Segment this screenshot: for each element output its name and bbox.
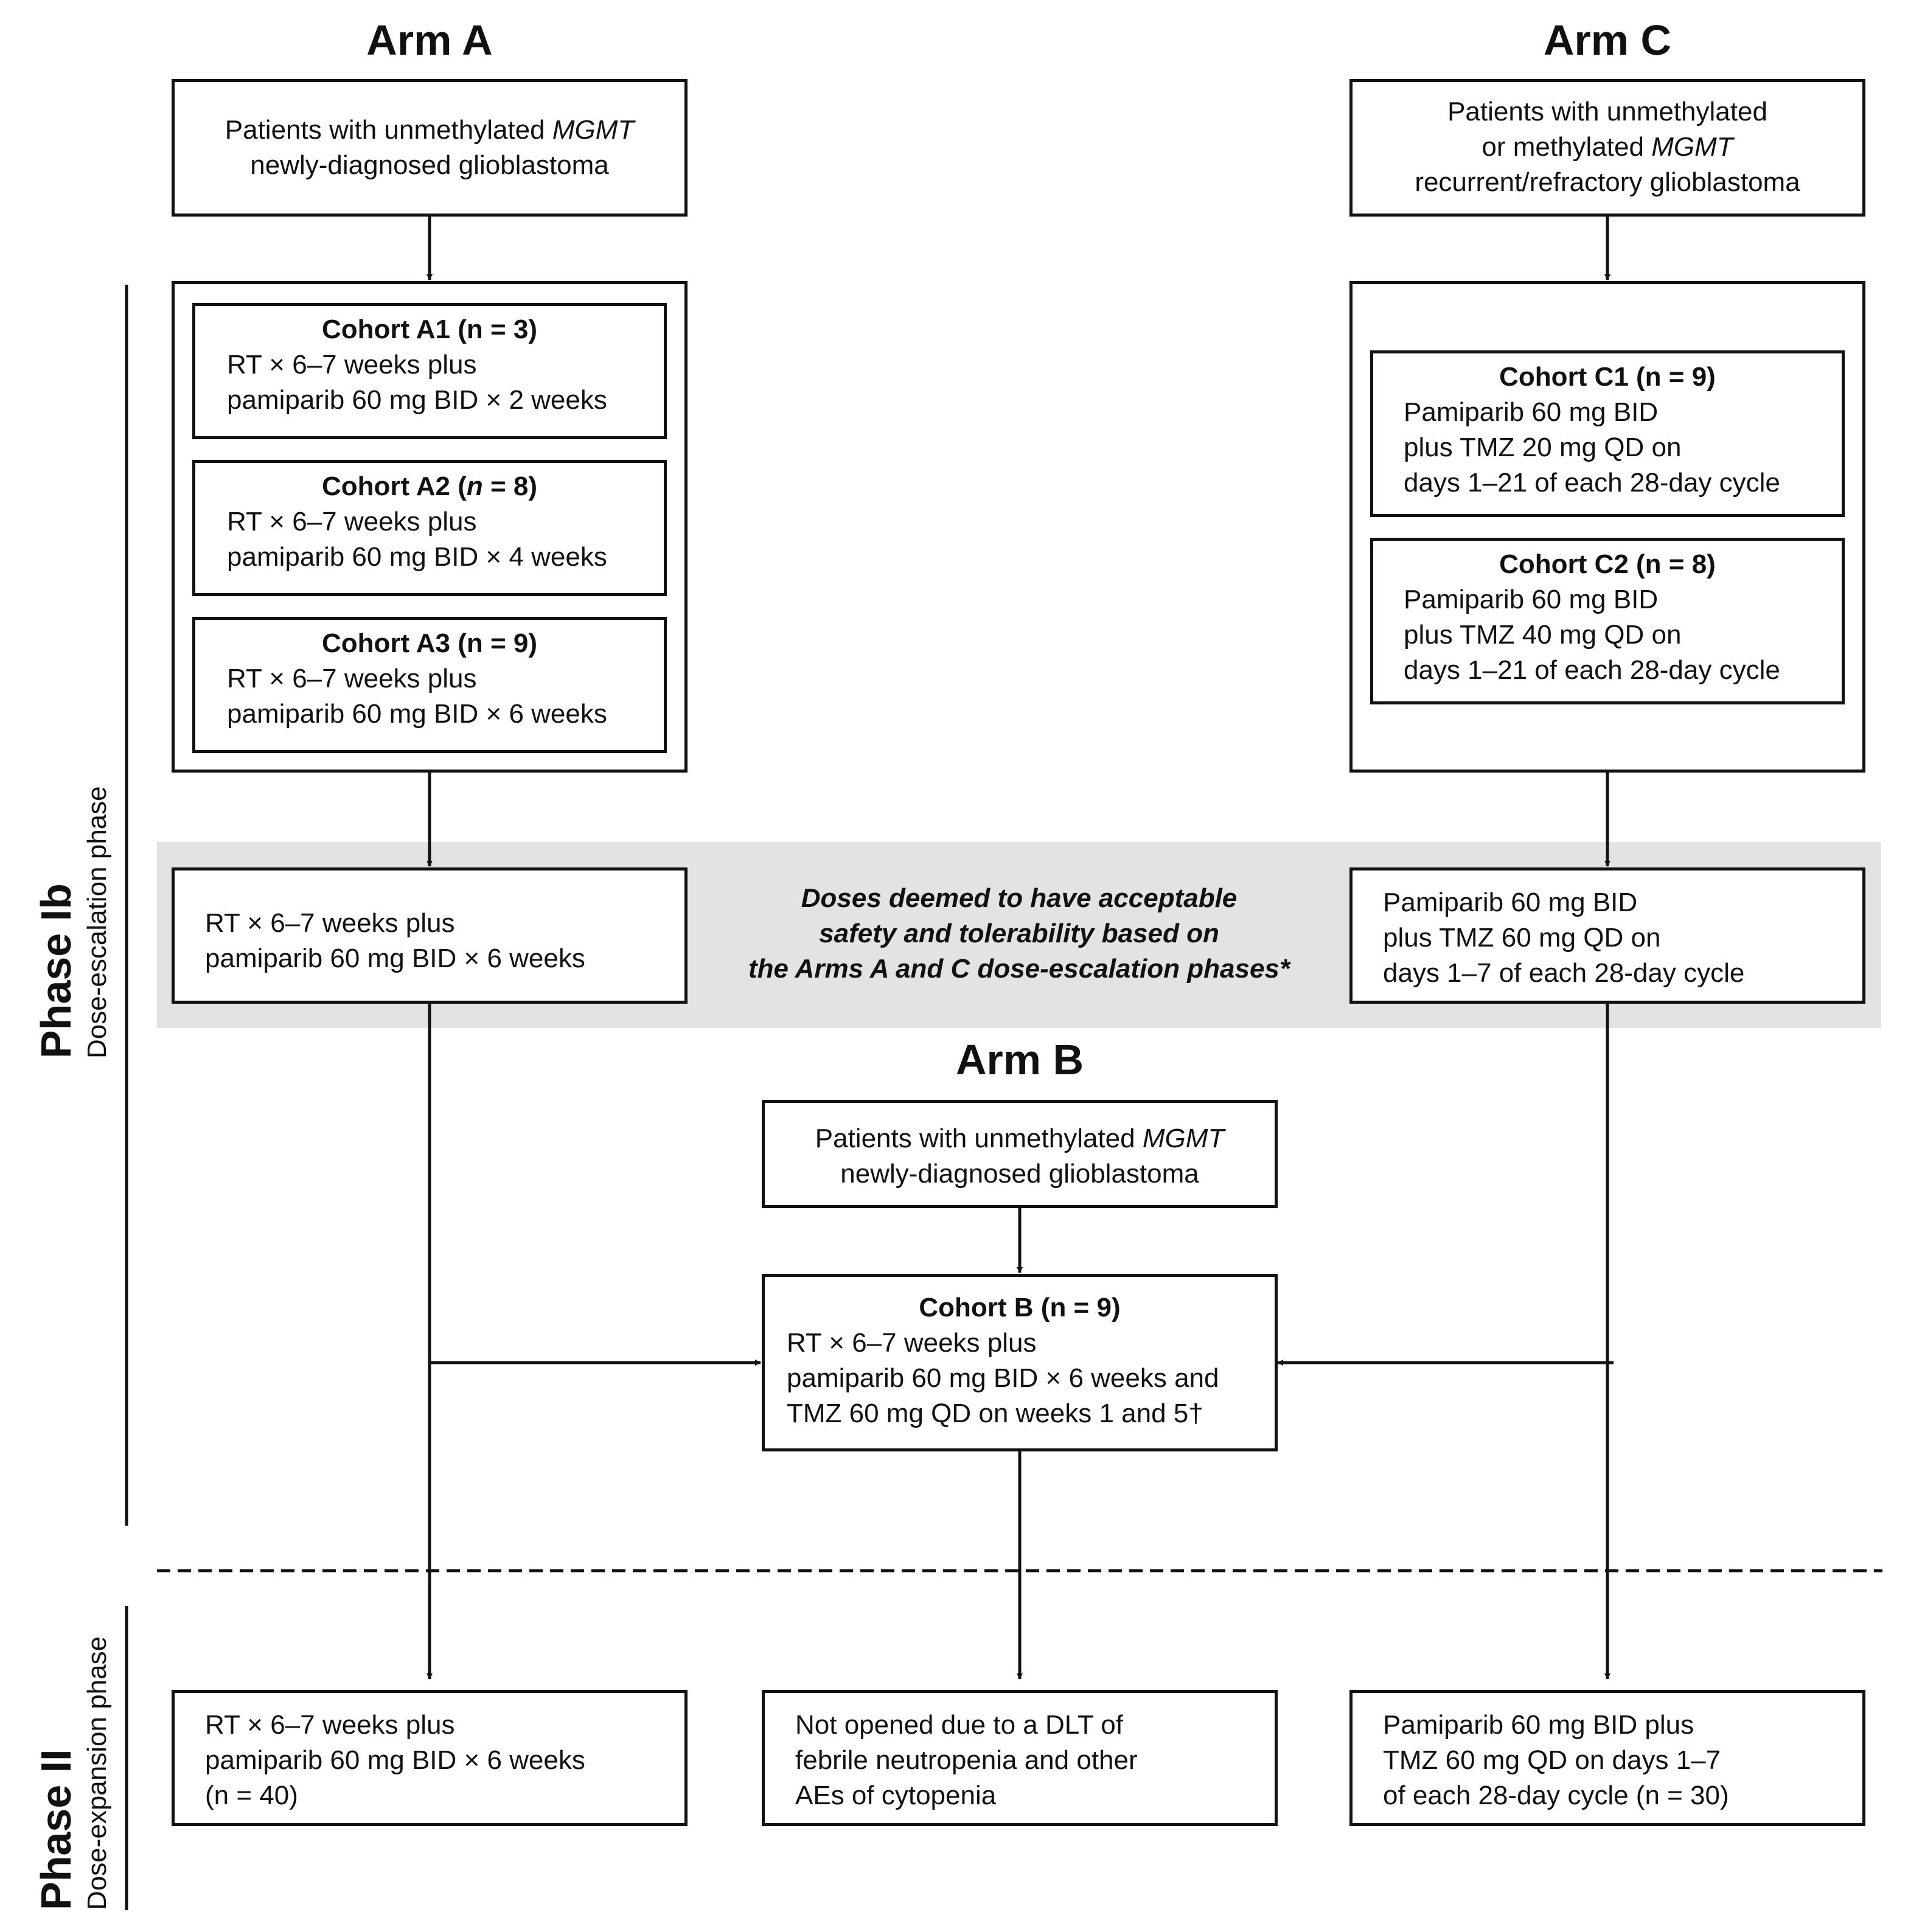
- arm-a-patients-box: Patients with unmethylated MGMT newly-di…: [172, 79, 688, 217]
- arm-b-patients-line2: newly-diagnosed glioblastoma: [840, 1159, 1199, 1189]
- arm-c-patients-line1: Patients with unmethylated: [1447, 97, 1767, 127]
- cohort-c1-box: Cohort C1 (n = 9) Pamiparib 60 mg BID pl…: [1370, 350, 1845, 517]
- arm-b-patients-box: Patients with unmethylated MGMT newly-di…: [762, 1100, 1278, 1208]
- arm-c-selected-line2: plus TMZ 60 mg QD on: [1383, 923, 1661, 953]
- arm-c-patients-box: Patients with unmethylated or methylated…: [1349, 79, 1865, 217]
- cohort-b-line3: TMZ 60 mg QD on weeks 1 and 5†: [787, 1399, 1203, 1428]
- arm-c-selected-line3: days 1–7 of each 28-day cycle: [1383, 958, 1745, 988]
- phase-ii-subtitle: Dose-expansion phase: [82, 1636, 112, 1910]
- arm-c-expansion-line1: Pamiparib 60 mg BID plus: [1383, 1710, 1694, 1740]
- arm-b-expansion-line1: Not opened due to a DLT of: [795, 1710, 1123, 1740]
- note-line1: Doses deemed to have acceptable: [801, 883, 1238, 913]
- arm-b-title: Arm B: [955, 1036, 1084, 1083]
- phase-ii-label: Phase II Dose-expansion phase: [32, 1594, 114, 1910]
- cohort-a1-line1: RT × 6–7 weeks plus: [227, 350, 477, 380]
- arm-a-selected-line2: pamiparib 60 mg BID × 6 weeks: [205, 943, 585, 973]
- cohort-b-line2: pamiparib 60 mg BID × 6 weeks and: [787, 1363, 1219, 1393]
- cohort-c1-line3: days 1–21 of each 28-day cycle: [1404, 468, 1780, 498]
- arm-a-expansion-line1: RT × 6–7 weeks plus: [205, 1710, 455, 1740]
- arm-b-patients-line1: Patients with unmethylated: [815, 1124, 1143, 1153]
- cohort-a3-line2: pamiparib 60 mg BID × 6 weeks: [227, 699, 607, 729]
- arm-c-patients-line2: or methylated: [1481, 132, 1652, 162]
- cohort-c2-line2: plus TMZ 40 mg QD on: [1404, 620, 1682, 650]
- cohort-a3-box: Cohort A3 (n = 9) RT × 6–7 weeks plus pa…: [192, 617, 667, 753]
- cohort-c2-title: Cohort C2 (n = 8): [1499, 549, 1716, 579]
- mgmt-label: MGMT: [1142, 1124, 1225, 1153]
- note-line2: safety and tolerability based on: [819, 919, 1219, 948]
- arm-a-expansion-line3: (n = 40): [205, 1781, 298, 1810]
- cohort-c1-line2: plus TMZ 20 mg QD on: [1404, 433, 1682, 462]
- arm-c-title: Arm C: [1543, 16, 1672, 64]
- arm-c-expansion-line2: TMZ 60 mg QD on days 1–7: [1383, 1745, 1721, 1775]
- phase-ib-subtitle: Dose-escalation phase: [82, 786, 112, 1058]
- cohort-b-line1: RT × 6–7 weeks plus: [787, 1328, 1037, 1358]
- note-line3: the Arms A and C dose-escalation phases*: [748, 954, 1290, 984]
- arm-a-selected-dose-box: RT × 6–7 weeks plus pamiparib 60 mg BID …: [172, 867, 688, 1004]
- arm-c-selected-line1: Pamiparib 60 mg BID: [1383, 888, 1638, 917]
- cohort-a1-title: Cohort A1 (n = 3): [321, 314, 538, 344]
- phase-ii-title: Phase II: [32, 1749, 80, 1910]
- cohort-c1-line1: Pamiparib 60 mg BID: [1404, 397, 1659, 427]
- cohort-a1-line2: pamiparib 60 mg BID × 2 weeks: [227, 385, 607, 415]
- arm-a-expansion-box: RT × 6–7 weeks plus pamiparib 60 mg BID …: [172, 1690, 688, 1826]
- cohort-c2-line3: days 1–21 of each 28-day cycle: [1404, 655, 1780, 685]
- arm-c-patients-line3: recurrent/refractory glioblastoma: [1415, 167, 1800, 197]
- arm-a-selected-line1: RT × 6–7 weeks plus: [205, 908, 455, 938]
- cohort-b-title: Cohort B (n = 9): [919, 1293, 1121, 1322]
- phase-ib-title: Phase Ib: [32, 883, 80, 1058]
- cohort-c2-box: Cohort C2 (n = 8) Pamiparib 60 mg BID pl…: [1370, 538, 1845, 704]
- cohort-b-box: Cohort B (n = 9) RT × 6–7 weeks plus pam…: [762, 1274, 1278, 1451]
- cohort-a3-line1: RT × 6–7 weeks plus: [227, 664, 477, 693]
- cohort-a2-line2: pamiparib 60 mg BID × 4 weeks: [227, 542, 607, 572]
- arm-c-expansion-line3: of each 28-day cycle (n = 30): [1383, 1781, 1729, 1810]
- cohort-a2-box: Cohort A2 (n = 8) RT × 6–7 weeks plus pa…: [192, 460, 667, 596]
- arm-a-patients-line2: newly-diagnosed glioblastoma: [250, 150, 609, 180]
- phase-ib-label: Phase Ib Dose-escalation phase: [32, 572, 114, 1058]
- arm-a-patients-line1: Patients with unmethylated: [225, 115, 552, 145]
- mgmt-label: MGMT: [552, 115, 635, 145]
- cohort-a3-title: Cohort A3 (n = 9): [321, 628, 538, 658]
- cohort-a2-line1: RT × 6–7 weeks plus: [227, 507, 477, 537]
- arm-b-expansion-box: Not opened due to a DLT of febrile neutr…: [762, 1690, 1278, 1826]
- arm-b-expansion-line3: AEs of cytopenia: [795, 1781, 997, 1810]
- cohort-a1-box: Cohort A1 (n = 3) RT × 6–7 weeks plus pa…: [192, 303, 667, 439]
- mgmt-label: MGMT: [1651, 132, 1733, 162]
- arm-a-expansion-line2: pamiparib 60 mg BID × 6 weeks: [205, 1745, 585, 1775]
- arm-c-expansion-box: Pamiparib 60 mg BID plus TMZ 60 mg QD on…: [1349, 1690, 1865, 1826]
- arm-b-expansion-line2: febrile neutropenia and other: [795, 1745, 1138, 1775]
- arm-c-selected-dose-box: Pamiparib 60 mg BID plus TMZ 60 mg QD on…: [1349, 867, 1865, 1004]
- cohort-c1-title: Cohort C1 (n = 9): [1499, 362, 1716, 392]
- cohort-c2-line1: Pamiparib 60 mg BID: [1404, 585, 1659, 614]
- cohort-a2-title: Cohort A2 (n = 8): [321, 471, 538, 501]
- dose-selection-note: Doses deemed to have acceptable safety a…: [688, 881, 1351, 996]
- arm-a-title: Arm A: [366, 16, 493, 64]
